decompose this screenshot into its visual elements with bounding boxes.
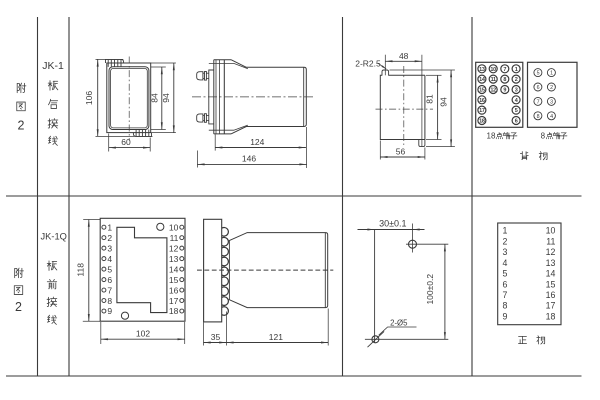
svg-text:118: 118: [75, 263, 85, 277]
svg-text:14: 14: [479, 77, 486, 83]
svg-text:15: 15: [479, 87, 485, 93]
svg-text:11: 11: [546, 236, 555, 246]
svg-text:9: 9: [503, 311, 508, 321]
svg-text:7: 7: [107, 285, 112, 295]
svg-text:7: 7: [503, 67, 506, 73]
svg-text:8: 8: [537, 114, 540, 120]
svg-text:8: 8: [503, 77, 506, 83]
svg-text:15: 15: [169, 275, 179, 285]
svg-text:13: 13: [546, 258, 556, 268]
svg-text:6: 6: [537, 85, 540, 91]
svg-text:11: 11: [491, 77, 496, 83]
svg-text:5: 5: [107, 264, 112, 274]
svg-text:2: 2: [515, 77, 518, 83]
svg-text:48: 48: [399, 51, 409, 61]
svg-text:4: 4: [503, 258, 508, 268]
svg-text:10: 10: [490, 67, 496, 73]
svg-text:2: 2: [550, 85, 553, 91]
svg-text:16: 16: [546, 290, 556, 300]
svg-text:106: 106: [84, 91, 94, 105]
svg-text:14: 14: [546, 269, 556, 279]
svg-text:9: 9: [107, 306, 112, 316]
svg-text:8: 8: [503, 301, 508, 311]
svg-text:2-Ø5: 2-Ø5: [390, 318, 408, 327]
svg-text:35: 35: [211, 332, 221, 342]
svg-text:12: 12: [490, 87, 496, 93]
svg-text:1: 1: [515, 67, 518, 73]
svg-text:4: 4: [107, 254, 112, 264]
svg-text:1: 1: [107, 222, 112, 232]
svg-text:5: 5: [537, 71, 540, 77]
svg-text:8: 8: [541, 132, 546, 141]
svg-text:9: 9: [503, 87, 506, 93]
svg-text:18: 18: [479, 118, 485, 124]
svg-text:17: 17: [546, 301, 556, 311]
svg-text:2-R2.5: 2-R2.5: [355, 58, 381, 68]
svg-text:16: 16: [479, 98, 485, 104]
svg-text:6: 6: [515, 118, 518, 124]
svg-text:81: 81: [425, 94, 435, 104]
svg-text:94: 94: [161, 93, 171, 103]
svg-text:100±0.2: 100±0.2: [425, 274, 435, 305]
svg-text:13: 13: [169, 254, 179, 264]
svg-text:5: 5: [503, 269, 508, 279]
svg-text:1: 1: [550, 71, 553, 77]
svg-text:16: 16: [169, 285, 179, 295]
svg-text:2: 2: [18, 119, 25, 133]
svg-text:6: 6: [503, 279, 508, 289]
svg-text:3: 3: [515, 87, 518, 93]
svg-text:JK-1Q: JK-1Q: [41, 232, 67, 242]
svg-text:5: 5: [515, 108, 518, 114]
svg-text:13: 13: [479, 67, 485, 73]
svg-text:94: 94: [438, 97, 448, 107]
svg-text:3: 3: [550, 99, 553, 105]
svg-text:12: 12: [169, 243, 179, 253]
svg-text:1: 1: [503, 226, 508, 236]
svg-text:3: 3: [503, 247, 508, 257]
svg-text:6: 6: [107, 275, 112, 285]
svg-text:60: 60: [121, 137, 131, 147]
svg-text:JK-1: JK-1: [42, 60, 64, 72]
svg-text:18: 18: [487, 132, 496, 141]
svg-text:10: 10: [169, 222, 179, 232]
svg-text:17: 17: [479, 108, 485, 114]
svg-text:102: 102: [136, 328, 150, 338]
svg-text:14: 14: [169, 264, 179, 274]
svg-text:2: 2: [107, 233, 112, 243]
svg-text:56: 56: [396, 147, 406, 157]
svg-text:7: 7: [537, 99, 540, 105]
svg-text:17: 17: [169, 296, 179, 306]
svg-text:146: 146: [242, 154, 256, 164]
svg-text:18: 18: [169, 306, 179, 316]
svg-text:121: 121: [269, 332, 283, 342]
svg-text:84: 84: [149, 93, 159, 103]
svg-text:11: 11: [170, 233, 179, 243]
svg-text:4: 4: [515, 98, 519, 104]
svg-text:10: 10: [546, 226, 556, 236]
svg-text:7: 7: [503, 290, 508, 300]
svg-text:8: 8: [107, 296, 112, 306]
svg-text:15: 15: [546, 279, 556, 289]
svg-text:4: 4: [550, 114, 553, 120]
svg-text:30±0.1: 30±0.1: [379, 218, 406, 228]
svg-text:124: 124: [250, 137, 264, 147]
svg-text:3: 3: [107, 243, 112, 253]
svg-text:18: 18: [546, 311, 556, 321]
svg-text:2: 2: [503, 236, 508, 246]
svg-text:12: 12: [546, 247, 556, 257]
svg-text:2: 2: [15, 300, 22, 314]
